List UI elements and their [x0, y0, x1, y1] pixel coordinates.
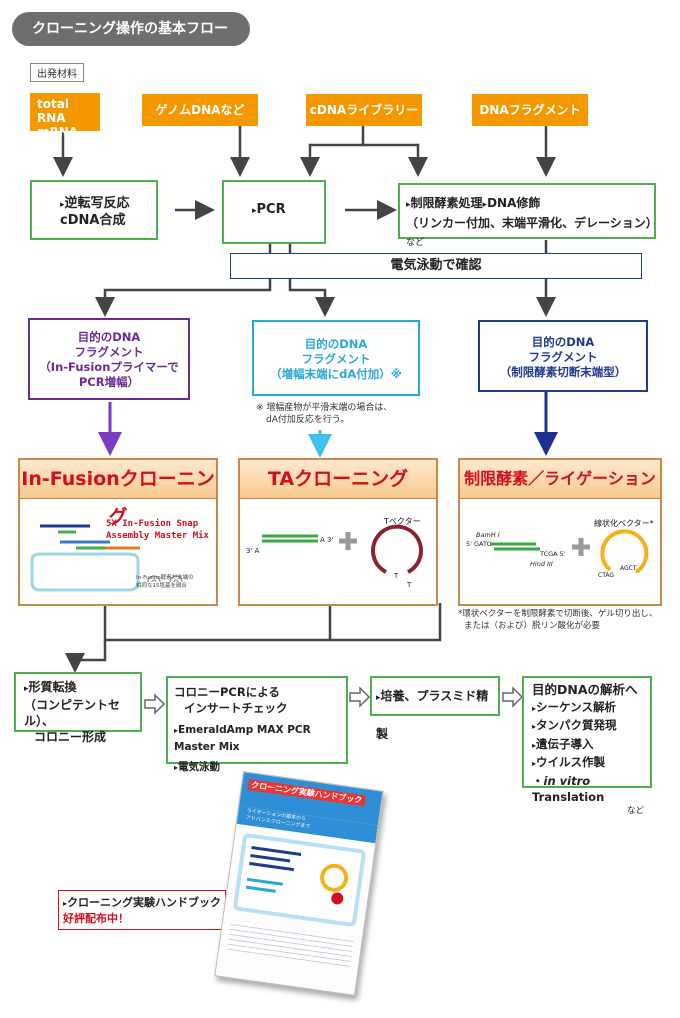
handbook-line-1: ▸クローニング実験ハンドブック	[63, 896, 222, 909]
page-title: クローニング操作の基本フロー	[12, 12, 250, 46]
fragment-line: （制限酵素切断末端型）	[499, 365, 627, 379]
transformation-box: ▸形質転換 （コンピテントセル）、 コロニー形成	[14, 672, 142, 744]
da-addition-note: ※ 増幅産物が平滑末端の場合は、 dA付加反応を行う。	[256, 402, 392, 426]
fragment-box-restriction: 目的のDNA フラグメント （制限酵素切断末端型）	[478, 320, 648, 392]
analysis-box: 目的DNAの解析へ ▸シーケンス解析 ▸タンパク質発現 ▸遺伝子導入 ▸ウイルス…	[522, 676, 652, 816]
fragment-box-infusion: 目的のDNA フラグメント （In-Fusionプライマーで PCR増幅）	[28, 318, 190, 400]
transform-line: コロニー形成	[34, 730, 107, 744]
pcr-label: PCR	[256, 202, 286, 217]
material-genomic-dna: ゲノムDNAなど	[142, 94, 258, 126]
note-line: dA付加反応を行う。	[266, 415, 350, 425]
handbook-line-2: 好評配布中！	[63, 912, 129, 925]
culture-box: ▸培養、プラスミド精製	[370, 676, 500, 741]
material-label: ゲノムDNAなど	[155, 103, 245, 117]
ta-diagram	[262, 524, 423, 574]
colony-line: ▸電気泳動	[174, 761, 221, 773]
ta-panel: TAクローニング Tベクター 3' A A 3' T T	[238, 458, 438, 606]
colony-line: インサートチェック	[184, 701, 288, 715]
material-total-rna: total RNA mRNA	[30, 93, 100, 139]
transform-line: （コンピテントセル）、	[24, 698, 121, 728]
fragment-box-ta: 目的のDNA フラグメント （増幅末端にdA付加）※	[252, 320, 420, 396]
analysis-suffix: など	[626, 805, 644, 816]
restriction-line-2: （リンカー付加、末端平滑化、デレーション）など	[406, 216, 658, 248]
fragment-line: （増幅末端にdA付加）※	[270, 367, 402, 381]
fragment-line: フラグメント	[528, 350, 598, 364]
kit-line: 5X In-Fusion Snap	[106, 519, 199, 529]
restriction-diagram	[490, 529, 649, 574]
material-label: cDNAライブラリー	[309, 103, 419, 117]
pcr-box: ▸PCR	[222, 180, 326, 244]
analysis-item: ・in vitro Translation	[532, 773, 605, 805]
analysis-item: ▸シーケンス解析	[532, 699, 616, 714]
vector-prep-note: *環状ベクターを制限酵素で切断後、ゲル切り出し、 または（および）脱リン酸化が必…	[458, 608, 657, 632]
colony-line: ▸EmeraldAmp MAX PCR Master Mix	[174, 724, 311, 753]
material-dna-fragment: DNAフラグメント	[472, 94, 588, 126]
rt-line-1: ▸逆転写反応	[60, 196, 130, 211]
restriction-line-1: ▸制限酵素処理▸DNA修飾	[406, 196, 541, 210]
fragment-line: PCR増幅）	[78, 375, 140, 389]
fragment-line: フラグメント	[301, 352, 371, 366]
fragment-line: 目的のDNA	[531, 335, 595, 349]
cover-footer-lines	[227, 919, 355, 967]
cover-content	[232, 832, 367, 928]
fragment-line: 目的のDNA	[77, 330, 141, 344]
material-label: DNAフラグメント	[479, 103, 581, 117]
caption-line: 相同な15塩基を融合	[136, 583, 187, 589]
kit-line: Assembly Master Mix	[106, 531, 209, 541]
restriction-title: 制限酵素／ライゲーション	[460, 460, 660, 499]
t-overhang-right: T	[407, 581, 412, 589]
ta-title: TAクローニング	[240, 460, 436, 499]
infusion-panel: In-Fusionクローニング 5X In-Fusion Snap Assemb…	[18, 458, 218, 606]
bamhi-label: BamH I	[476, 531, 500, 539]
note-line: または（および）脱リン酸化が必要	[464, 621, 601, 631]
handbook-callout[interactable]: ▸クローニング実験ハンドブック 好評配布中！	[58, 890, 226, 930]
analysis-item: ▸タンパク質発現	[532, 718, 617, 732]
infusion-caption: In-Fusion酵素が末端の 相同な15塩基を融合	[136, 574, 194, 590]
culture-label: 培養、プラスミド精製	[376, 689, 489, 741]
colony-pcr-box: コロニーPCRによる インサートチェック ▸EmeraldAmp MAX PCR…	[166, 676, 348, 773]
analysis-title: 目的DNAの解析へ	[532, 682, 638, 697]
material-cdna-library: cDNAライブラリー	[306, 94, 422, 126]
caption-line: In-Fusion酵素が末端の	[136, 575, 194, 581]
fragment-line: （In-Fusionプライマーで	[39, 360, 179, 374]
linear-vector-label: 線状化ベクター*	[594, 519, 654, 528]
ta-right-end: A 3'	[320, 536, 334, 544]
note-line: ※ 増幅産物が平滑末端の場合は、	[256, 403, 393, 413]
start-material-label: 出発材料	[30, 63, 84, 82]
material-line-2: mRNA	[37, 125, 79, 139]
colony-line: コロニーPCRによる	[174, 685, 280, 699]
fragment-line: フラグメント	[74, 345, 144, 359]
transform-line: ▸形質転換	[24, 680, 77, 694]
tcga-label: TCGA 5'	[540, 550, 566, 558]
infusion-kit-name: 5X In-Fusion Snap Assembly Master Mix	[106, 518, 209, 542]
restriction-treatment-box: ▸制限酵素処理▸DNA修飾 （リンカー付加、末端平滑化、デレーション）など	[398, 183, 658, 248]
electrophoresis-label: 電気泳動で確認	[390, 258, 482, 273]
note-line: *環状ベクターを制限酵素で切断後、ゲル切り出し、	[458, 609, 658, 619]
t-overhang-left: T	[394, 572, 399, 580]
gatc-label: 5' GATC	[466, 540, 492, 548]
infusion-diagram	[30, 524, 183, 592]
restriction-panel: 制限酵素／ライゲーション 線状化ベクター* BamH I 5' GATC TCG…	[458, 458, 662, 606]
hindiii-label: Hind III	[530, 560, 553, 568]
analysis-item: ▸ウイルス作製	[532, 755, 606, 769]
analysis-item: ▸遺伝子導入	[532, 736, 594, 751]
material-line-1: total RNA	[37, 97, 69, 125]
fragment-line: 目的のDNA	[304, 337, 368, 351]
electrophoresis-bar: 電気泳動で確認	[230, 253, 642, 279]
infusion-title: In-Fusionクローニング	[20, 460, 216, 528]
handbook-cover[interactable]: クローニング実験ハンドブック ライゲーションの基本から アドバンスクローニングま…	[214, 771, 384, 996]
rt-reaction-box: ▸逆転写反応 cDNA合成	[30, 180, 158, 240]
ta-left-end: 3' A	[246, 547, 260, 555]
agct-label: AGCT	[620, 565, 637, 572]
rt-line-2: cDNA合成	[60, 213, 126, 228]
t-vector-label: Tベクター	[384, 517, 421, 526]
ctag-label: CTAG	[598, 572, 615, 579]
